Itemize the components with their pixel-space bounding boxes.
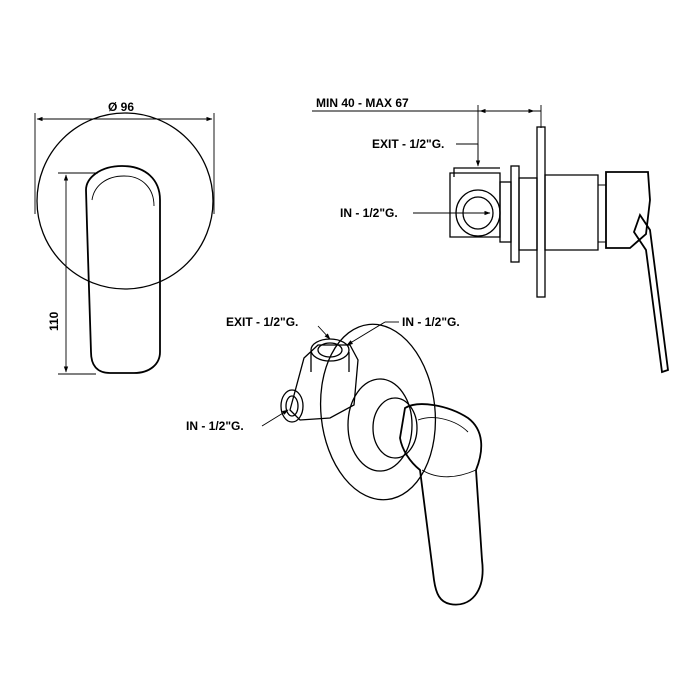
side-in-label: IN - 1/2"G.: [340, 206, 398, 220]
front-plate: [36, 112, 214, 290]
front-view: Ø 96 110: [34, 100, 215, 375]
side-lever: [633, 213, 669, 374]
depth-label: MIN 40 - MAX 67: [316, 96, 409, 110]
front-handle-inner: [91, 175, 155, 207]
iso-valve-body: [289, 344, 359, 421]
iso-handle: [399, 403, 484, 606]
iso-view: EXIT - 1/2"G. IN - 1/2"G. IN - 1/2"G.: [186, 315, 484, 606]
side-handle: [605, 171, 651, 249]
side-body-cylinder: [544, 174, 599, 251]
side-wall-plate: [536, 126, 546, 298]
iso-in-left-label: IN - 1/2"G.: [186, 419, 244, 433]
iso-exit-label: EXIT - 1/2"G.: [226, 315, 298, 329]
iso-wall-plate: [319, 323, 437, 501]
front-handle: [85, 165, 161, 374]
side-exit-label: EXIT - 1/2"G.: [372, 137, 444, 151]
height-label: 110: [47, 311, 61, 331]
side-view: MIN 40 - MAX 67 EXIT - 1/2"G. IN - 1/2"G…: [312, 96, 669, 374]
iso-in-top-label: IN - 1/2"G.: [402, 315, 460, 329]
diameter-label: Ø 96: [108, 100, 134, 114]
iso-in-port: [280, 389, 304, 423]
